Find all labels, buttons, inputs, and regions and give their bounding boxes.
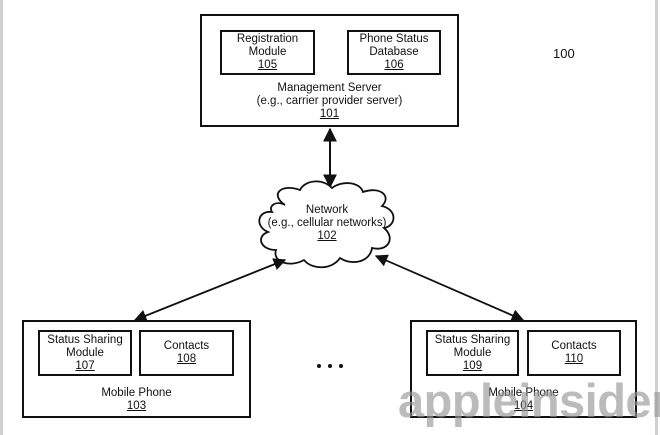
ellipsis-dot xyxy=(339,364,343,368)
figure-number: 100 xyxy=(553,46,575,61)
phone-status-db-line1: Phone Status xyxy=(359,33,429,45)
network-phone1-arrow xyxy=(133,258,287,322)
registration-module-box: Registration Module 105 xyxy=(220,30,315,75)
status-module-107-line1: Status Sharing xyxy=(47,333,123,346)
phone-status-database-box: Phone Status Database 106 xyxy=(347,30,441,75)
contacts-110-ref: 110 xyxy=(564,353,584,365)
registration-module-line2: Module xyxy=(248,46,287,58)
network-subtitle: (e.g., cellular networks) xyxy=(267,217,387,229)
management-server-label: Management Server (e.g., carrier provide… xyxy=(200,82,459,121)
phone-status-db-ref: 106 xyxy=(384,59,404,71)
management-server-title: Management Server xyxy=(277,82,382,94)
contacts-108-label: Contacts xyxy=(163,340,210,352)
mobile-phone-103-title: Mobile Phone xyxy=(101,387,172,399)
status-module-107-line2: Module xyxy=(66,346,104,359)
mobile-phone-104-title: Mobile Phone xyxy=(488,387,559,399)
mobile-phone-104-ref: 104 xyxy=(513,400,534,412)
status-module-109-ref: 109 xyxy=(462,359,483,372)
status-module-109-line2: Module xyxy=(453,346,492,359)
management-server-ref: 101 xyxy=(319,108,340,120)
contacts-110-label: Contacts xyxy=(551,340,597,352)
ellipsis-dot xyxy=(328,364,332,368)
status-sharing-module-109-box: Status Sharing Module 109 xyxy=(426,330,519,376)
network-title: Network xyxy=(305,204,349,216)
network-ref: 102 xyxy=(317,230,337,242)
contacts-108-box: Contacts 108 xyxy=(139,330,234,376)
network-phone2-arrow xyxy=(374,254,525,322)
registration-module-ref: 105 xyxy=(257,59,278,71)
contacts-108-ref: 108 xyxy=(176,353,197,365)
phone-status-db-line2: Database xyxy=(369,46,419,58)
network-label: Network (e.g., cellular networks) 102 xyxy=(262,204,392,243)
registration-module-line1: Registration xyxy=(236,33,299,45)
network-cloud xyxy=(258,180,395,269)
management-server-subtitle: (e.g., carrier provider server) xyxy=(256,95,403,107)
contacts-110-box: Contacts 110 xyxy=(527,330,621,376)
mobile-phone-104-label: Mobile Phone 104 xyxy=(410,387,637,413)
ellipsis-dot xyxy=(317,364,321,368)
status-module-109-line1: Status Sharing xyxy=(434,333,511,346)
left-border xyxy=(0,0,3,435)
status-sharing-module-107-box: Status Sharing Module 107 xyxy=(38,330,132,376)
status-module-107-ref: 107 xyxy=(75,359,95,372)
appleinsider-watermark: appleinsider xyxy=(398,374,660,427)
mobile-phone-103-ref: 103 xyxy=(126,400,147,412)
right-border xyxy=(655,0,658,435)
mobile-phone-103-label: Mobile Phone 103 xyxy=(22,387,251,413)
